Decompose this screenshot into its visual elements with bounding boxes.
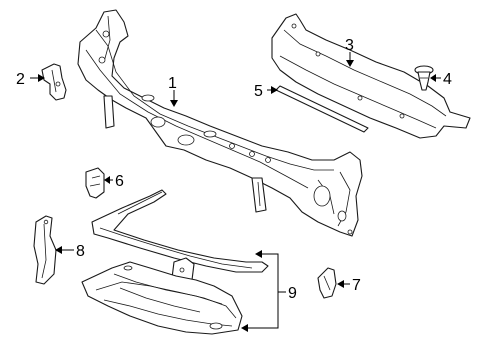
bracket-part-7 [317,267,337,299]
callout-5: 5 [254,83,263,100]
push-clip-part-4 [414,65,434,91]
radiator-support-part-1 [77,9,363,237]
callout-9: 9 [288,285,297,302]
bracket-part-6 [85,167,105,199]
upper-cover-part-3 [271,13,471,139]
callout-4: 4 [443,71,452,88]
callout-3: 3 [345,37,354,54]
lower-crossmember-part-9 [91,189,269,285]
callout-labels: 1 2 3 4 5 6 7 8 9 [16,37,452,302]
side-deflector-part-8 [33,215,57,285]
bracket-part-2 [41,63,67,101]
seal-strip-part-5 [275,85,369,133]
callout-6: 6 [115,173,124,190]
callout-8: 8 [76,243,85,260]
callout-7: 7 [352,277,361,294]
leader-lines [30,52,441,332]
callout-1: 1 [168,75,177,92]
callout-2: 2 [16,71,25,88]
splash-shield-part-9 [81,261,243,335]
